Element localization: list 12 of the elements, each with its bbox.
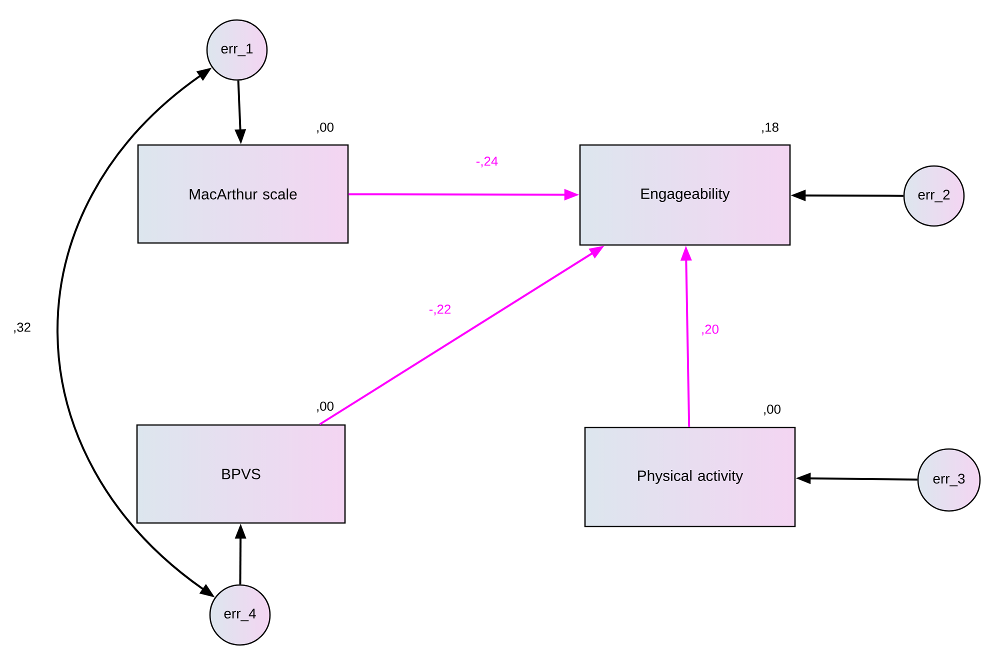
variable-box: MacArthur scale	[137, 144, 349, 244]
edge-label: ,32	[12, 322, 32, 334]
variance-label: ,18	[762, 122, 778, 134]
variance-label: ,00	[317, 122, 334, 134]
edge-label: -,24	[474, 156, 500, 168]
variable-box: BPVS	[136, 424, 346, 524]
edge-label: ,20	[700, 324, 720, 336]
edge-label: -,22	[428, 304, 452, 316]
variance-label: ,00	[764, 404, 780, 416]
variable-box: Engageability	[579, 144, 791, 246]
variance-label: ,00	[317, 402, 334, 412]
variable-box: Physical activity	[584, 426, 796, 528]
